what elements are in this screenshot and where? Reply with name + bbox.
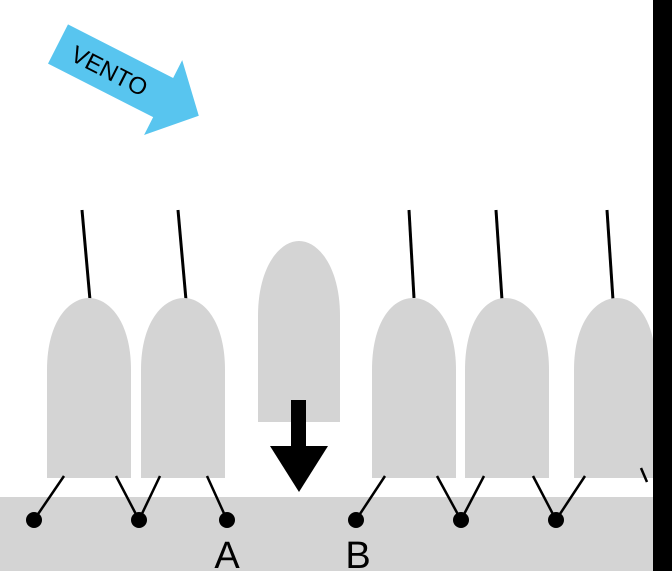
- down-arrow-icon: [270, 400, 328, 492]
- point-label-a: A: [214, 535, 240, 571]
- wind-arrow-icon: VENTO: [48, 24, 199, 135]
- point-label-b: B: [345, 535, 370, 571]
- frame-edge: [653, 0, 672, 571]
- mast-5: [605, 209, 615, 301]
- dock-strip: [0, 497, 672, 571]
- mooring-points: [26, 512, 564, 528]
- boat-3-departing: [258, 241, 340, 422]
- mooring-ropes: [32, 467, 649, 521]
- boat-4: [372, 298, 456, 478]
- mast-2: [176, 209, 188, 301]
- boat-2: [141, 298, 225, 478]
- boat-6: [574, 298, 656, 478]
- mast-1: [80, 209, 92, 301]
- mast-4: [494, 209, 504, 301]
- boat-1: [47, 298, 131, 478]
- mast-3: [407, 209, 416, 299]
- boat-5: [465, 298, 549, 478]
